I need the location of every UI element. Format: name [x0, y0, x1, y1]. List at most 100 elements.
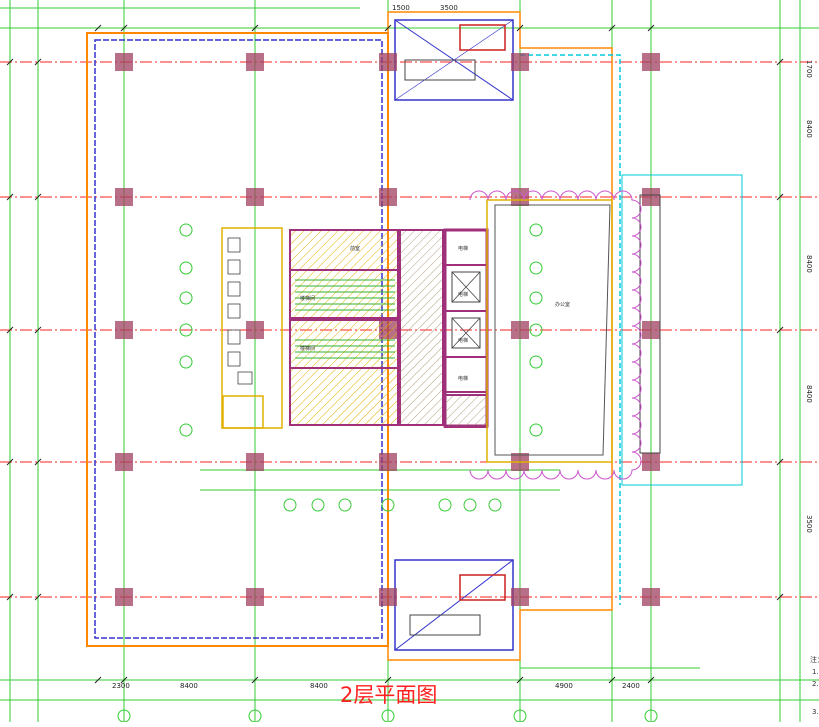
dimension-tick: [6, 193, 14, 201]
bottom-dim-1: 2300: [112, 682, 130, 690]
dimension-tick: [516, 676, 524, 684]
structural-column: [115, 588, 133, 606]
dimension-tick: [776, 326, 784, 334]
structural-column: [246, 453, 264, 471]
right-wing: [469, 174, 743, 486]
dimension-tick: [516, 24, 524, 32]
dimension-tick: [6, 58, 14, 66]
axis-bubbles: [117, 223, 658, 723]
top-dim-2: 3500: [440, 4, 458, 12]
note-1: 1.: [812, 668, 819, 676]
structural-column: [642, 588, 660, 606]
dimension-tick: [6, 593, 14, 601]
structural-column: [642, 188, 660, 206]
room-label-2: 电梯: [458, 245, 468, 252]
structural-column: [115, 188, 133, 206]
axis-bubble: [179, 423, 193, 437]
bottom-dim-4: 4900: [555, 682, 573, 690]
note-2: 2.: [812, 680, 819, 688]
dimension-tick: [776, 458, 784, 466]
room-label-7: 楼梯间: [300, 345, 315, 352]
dimension-tick: [647, 676, 655, 684]
structural-column: [115, 321, 133, 339]
axis-bubble: [381, 498, 395, 512]
core-area: [221, 227, 489, 429]
structural-column: [511, 321, 529, 339]
axis-bubble: [283, 498, 297, 512]
dimension-tick: [34, 193, 42, 201]
structural-column: [379, 453, 397, 471]
structural-column: [511, 588, 529, 606]
axis-bubble: [338, 498, 352, 512]
axis-bubble: [529, 291, 543, 305]
dimension-tick: [608, 676, 616, 684]
right-dim-2: 8400: [805, 120, 813, 138]
dimension-tick: [251, 676, 259, 684]
dimension-ticks: [6, 24, 784, 684]
axis-bubble: [488, 498, 502, 512]
axis-bubble: [179, 291, 193, 305]
bottom-dim-5: 2400: [622, 682, 640, 690]
axis-bubble: [529, 355, 543, 369]
right-dim-4: 8400: [805, 385, 813, 403]
room-label-6: 楼梯间: [300, 295, 315, 302]
structural-column: [642, 321, 660, 339]
structural-column: [379, 188, 397, 206]
structural-column: [379, 588, 397, 606]
dimension-tick: [120, 676, 128, 684]
structural-column: [115, 53, 133, 71]
room-label-1: 前室: [350, 245, 360, 252]
axis-bubble: [179, 261, 193, 275]
dimension-tick: [608, 24, 616, 32]
dimension-tick: [647, 24, 655, 32]
axis-bubble: [179, 223, 193, 237]
dimension-tick: [776, 193, 784, 201]
axis-bubble: [529, 223, 543, 237]
structural-column: [115, 453, 133, 471]
axis-bubble: [179, 323, 193, 337]
dimension-tick: [34, 458, 42, 466]
axis-bubble: [529, 423, 543, 437]
drawing-title: 2层平面图: [340, 683, 437, 707]
notes: 注： 1. 2. 3.: [810, 655, 819, 716]
room-label-4: 电梯: [458, 337, 468, 344]
room-labels: 前室 电梯 电梯 电梯 电梯 楼梯间 楼梯间 办公室: [300, 245, 570, 382]
dimension-tick: [384, 24, 392, 32]
right-dim-5: 3500: [805, 515, 813, 533]
structural-column: [246, 53, 264, 71]
room-label-3: 电梯: [458, 291, 468, 298]
dimension-tick: [34, 58, 42, 66]
structural-column: [379, 53, 397, 71]
right-dim-1: 1700: [805, 60, 813, 78]
axis-bubble: [179, 355, 193, 369]
dimension-tick: [34, 593, 42, 601]
axis-bubble: [463, 498, 477, 512]
structural-column: [246, 188, 264, 206]
dimension-tick: [6, 458, 14, 466]
right-dim-3: 8400: [805, 255, 813, 273]
dimension-tick: [6, 326, 14, 334]
axis-bubble: [529, 261, 543, 275]
dimension-labels: 2300 8400 8400 4900 2400 1500 3500 1700 …: [112, 4, 813, 690]
structural-column: [511, 188, 529, 206]
structural-column: [246, 321, 264, 339]
dimension-tick: [776, 593, 784, 601]
axis-bubble: [529, 323, 543, 337]
dimension-tick: [776, 58, 784, 66]
columns: [115, 53, 660, 606]
bottom-dim-2: 8400: [180, 682, 198, 690]
structural-column: [246, 588, 264, 606]
room-label-8: 办公室: [555, 301, 570, 308]
axis-bubble: [438, 498, 452, 512]
dimension-tick: [94, 676, 102, 684]
bottom-dim-3: 8400: [310, 682, 328, 690]
dimension-tick: [34, 326, 42, 334]
dimension-tick: [94, 24, 102, 32]
dimension-tick: [251, 24, 259, 32]
axis-bubble: [311, 498, 325, 512]
structural-column: [511, 53, 529, 71]
dimension-tick: [120, 24, 128, 32]
dimension-tick: [384, 676, 392, 684]
room-label-5: 电梯: [458, 375, 468, 382]
